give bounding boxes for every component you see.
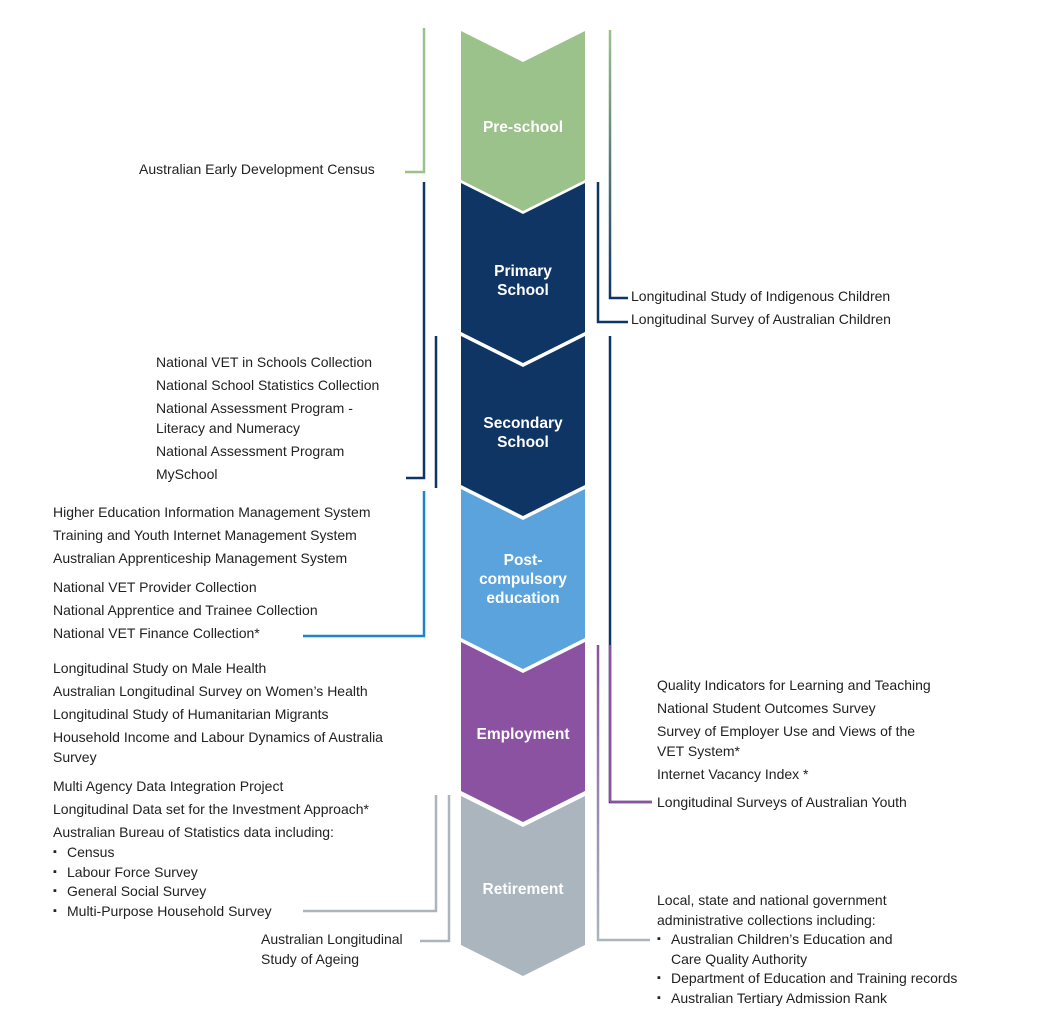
list-item: Multi-Purpose Household Survey (53, 902, 272, 922)
list-item: National Apprentice and Trainee Collecti… (53, 602, 318, 618)
chevron-secondary (461, 336, 585, 516)
list-item: Internet Vacancy Index * (657, 766, 809, 782)
list-item: Department of Education and Training rec… (657, 969, 957, 989)
chevron-employment (461, 642, 585, 822)
chevron-preschool (461, 31, 585, 211)
list-item: Quality Indicators for Learning and Teac… (657, 677, 931, 693)
stage-label-employment: Employment (476, 726, 570, 743)
list-item: Australian Children’s Education and Care… (657, 930, 957, 969)
list-item: Australian Tertiary Admission Rank (657, 989, 957, 1009)
chevron-primary (461, 183, 585, 363)
stage-label-preschool: Pre-school (482, 119, 564, 136)
stage-label-secondary: Secondary School (483, 415, 563, 451)
list-item: National School Statistics Collection (156, 377, 380, 393)
list-item: National Assessment Program (156, 443, 345, 459)
list-item: Australian Longitudinal Survey on Women’… (53, 683, 368, 699)
label-aedc: Australian Early Development Census (139, 161, 375, 177)
connector-lsay (608, 336, 652, 804)
list-item: Higher Education Information Management … (53, 504, 371, 520)
admin-bullet-list: Australian Children’s Education and Care… (657, 930, 957, 1008)
list-item: Longitudinal Study on Male Health (53, 660, 267, 676)
list-item: Multi Agency Data Integration Project (53, 778, 284, 794)
list-item: National VET in Schools Collection (156, 354, 373, 370)
list-item: Longitudinal Survey of Australian Childr… (631, 311, 891, 327)
list-item: National Student Outcomes Survey (657, 700, 876, 716)
list-item: MySchool (156, 466, 218, 482)
connector-primary-right (608, 30, 628, 300)
list-item: National VET Finance Collection* (53, 625, 260, 641)
stage-label-retirement: Retirement (482, 881, 564, 898)
connector-abs (303, 795, 438, 913)
connector-postcomp-left (303, 491, 426, 638)
stage-label-primary: Primary School (494, 263, 552, 299)
connector-secondary-left (406, 182, 426, 480)
chevron-postcompulsory (461, 489, 585, 669)
list-item: Longitudinal Study of Indigenous Childre… (631, 288, 891, 304)
chevron-retirement (461, 796, 585, 976)
abs-bullet-list: Census Labour Force Survey General Socia… (53, 843, 272, 921)
list-item: Australian Apprenticeship Management Sys… (53, 550, 348, 566)
list-item: Household Income and Labour Dynamics of … (53, 729, 383, 765)
list-item: Survey of Employer Use and Views of the … (657, 723, 916, 759)
list-item: General Social Survey (53, 882, 272, 902)
list-item: Census (53, 843, 272, 863)
stage-label-postcompulsory: Post- compulsory education (479, 552, 567, 607)
list-item: National Assessment Program - Literacy a… (156, 400, 353, 436)
list-item: Training and Youth Internet Management S… (53, 527, 357, 543)
label-ageing: Australian Longitudinal Study of Ageing (261, 931, 403, 967)
connector-admin (596, 645, 650, 942)
list-item: National VET Provider Collection (53, 579, 257, 595)
list-item: Australian Bureau of Statistics data inc… (53, 824, 334, 840)
list-item: Longitudinal Data set for the Investment… (53, 801, 369, 817)
label-lsay: Longitudinal Surveys of Australian Youth (657, 794, 907, 810)
connector-aedc (405, 28, 426, 174)
label-admin-intro: Local, state and national government adm… (657, 892, 887, 928)
list-item: Labour Force Survey (53, 863, 272, 883)
connector-ageing (420, 795, 451, 943)
connector-lsac (596, 182, 628, 324)
list-item: Longitudinal Study of Humanitarian Migra… (53, 706, 329, 722)
